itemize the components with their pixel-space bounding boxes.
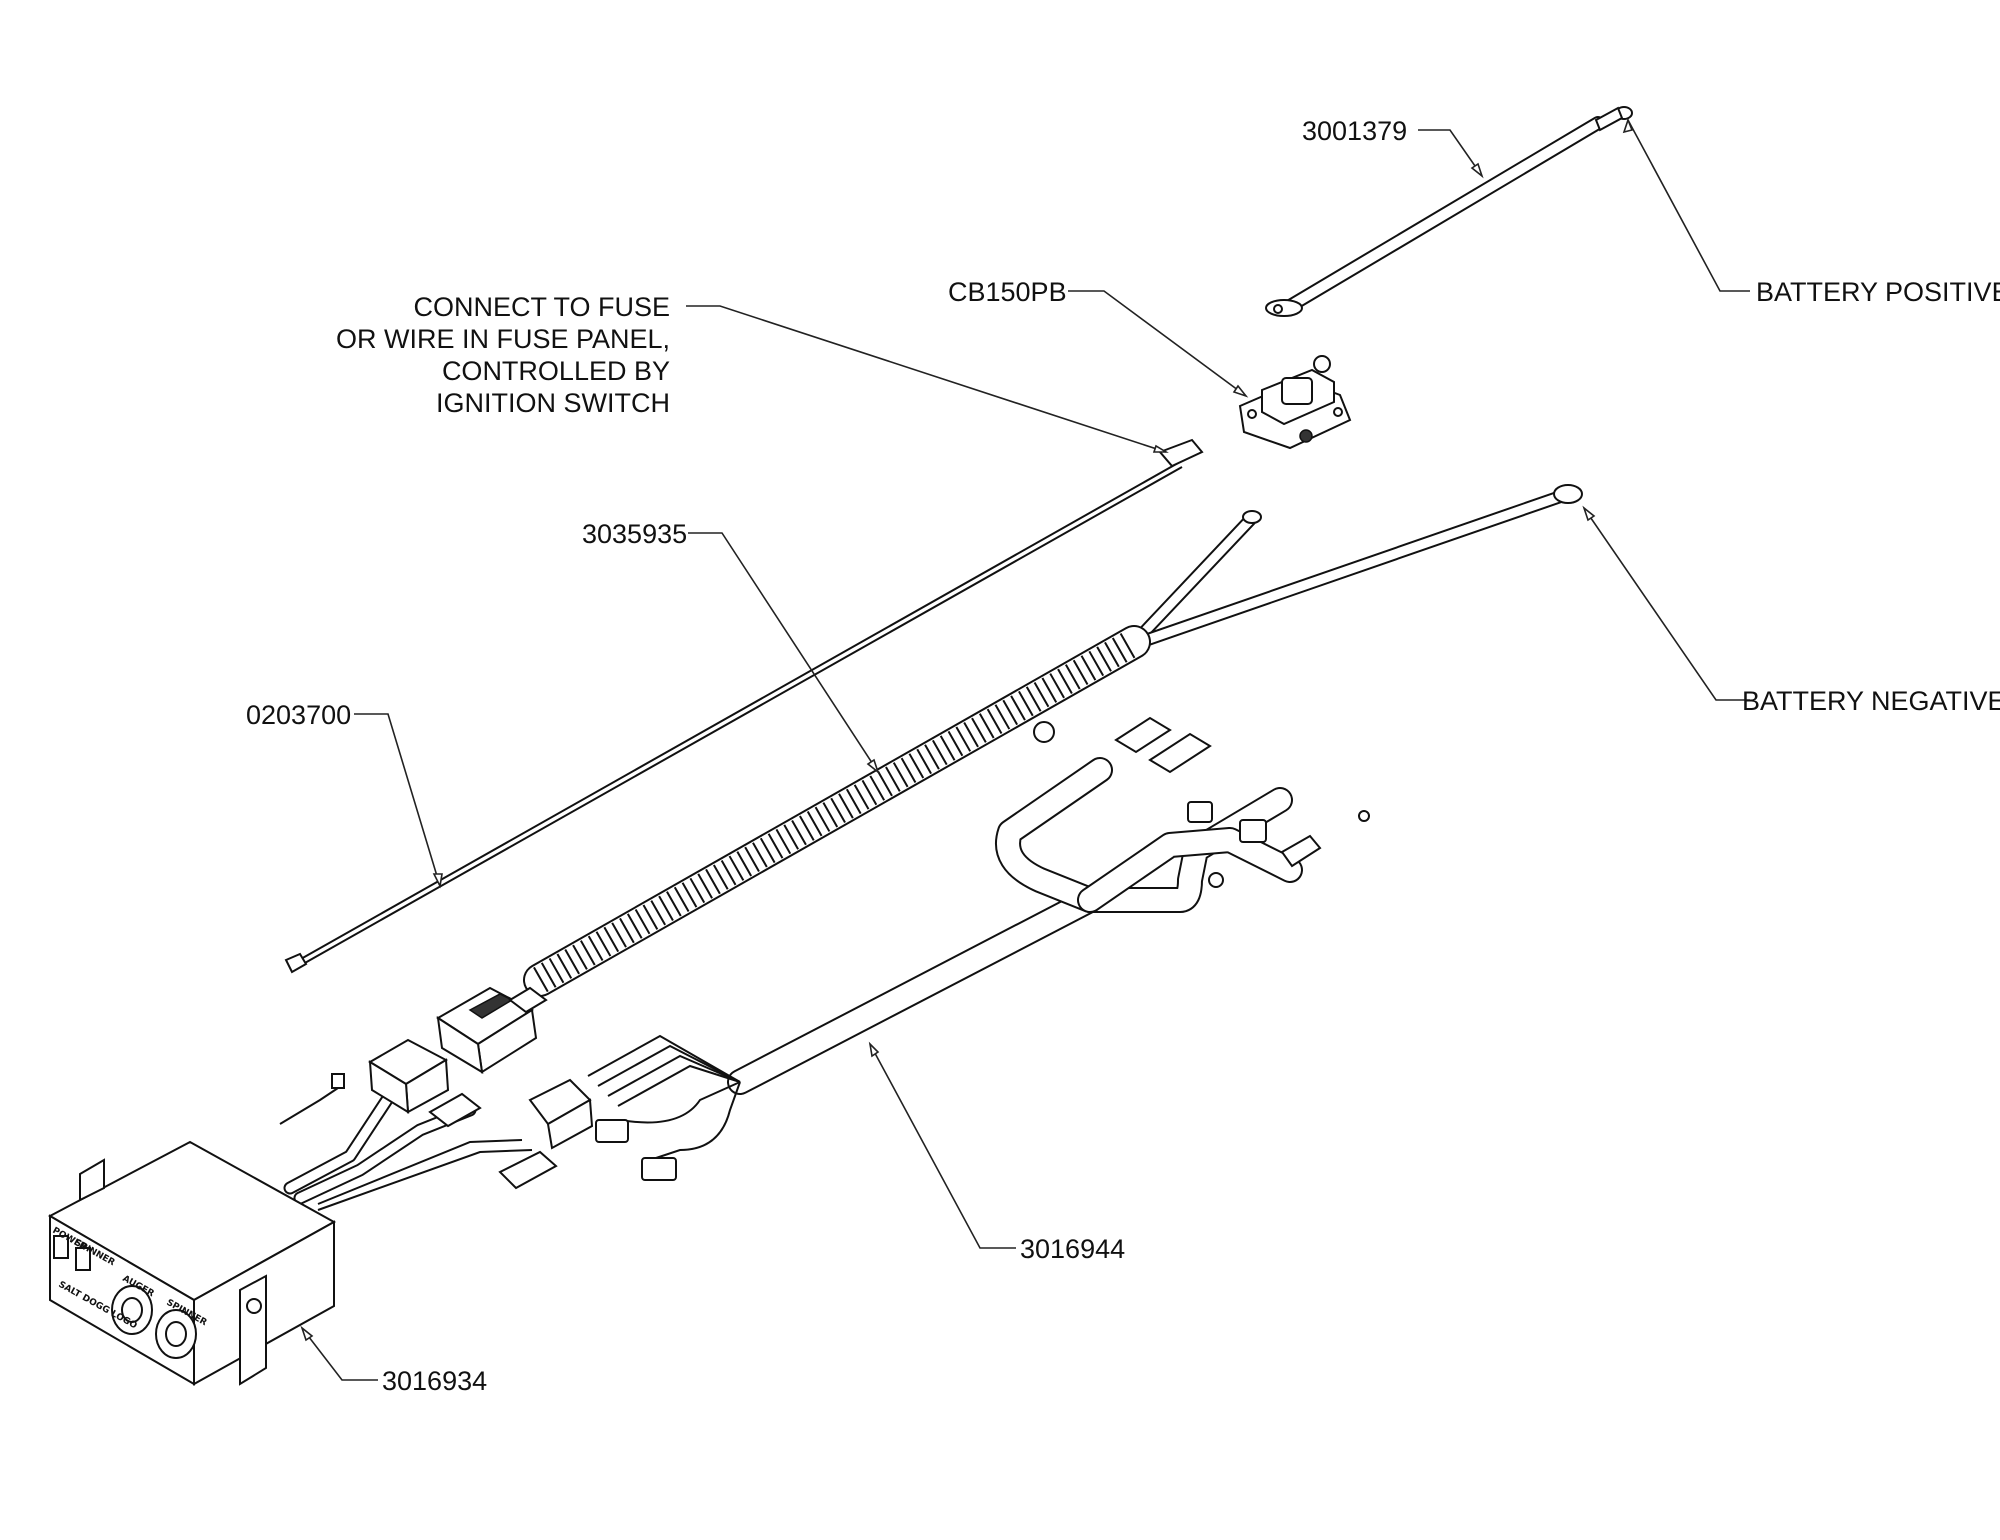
battery-positive-cable bbox=[1265, 106, 1633, 317]
leader-lines bbox=[300, 117, 1750, 1381]
callout-3001379: 3001379 bbox=[1302, 116, 1407, 146]
control-box-harness: POWER SPINNER AUGER SPINNER SALT DOGG LO… bbox=[47, 1038, 558, 1386]
fuse-note-line-2: OR WIRE IN FUSE PANEL, bbox=[336, 324, 670, 354]
callout-3016934: 3016934 bbox=[382, 1366, 487, 1396]
callout-labels: 3001379 BATTERY POSITIVE CB150PB CONNECT… bbox=[246, 116, 2000, 1396]
power-harness bbox=[436, 484, 1583, 1074]
callout-3016944: 3016944 bbox=[1020, 1234, 1125, 1264]
circuit-breaker bbox=[1238, 355, 1352, 450]
vehicle-harness bbox=[528, 716, 1370, 1181]
fuse-note-line-4: IGNITION SWITCH bbox=[436, 388, 670, 418]
callout-battery-positive: BATTERY POSITIVE bbox=[1756, 277, 2000, 307]
callout-0203700: 0203700 bbox=[246, 700, 351, 730]
callout-cb150pb: CB150PB bbox=[948, 277, 1067, 307]
callout-battery-negative: BATTERY NEGATIVE bbox=[1742, 686, 2000, 716]
fuse-note-line-3: CONTROLLED BY bbox=[442, 356, 670, 386]
fuse-note-line-1: CONNECT TO FUSE bbox=[413, 292, 670, 322]
callout-3035935: 3035935 bbox=[582, 519, 687, 549]
